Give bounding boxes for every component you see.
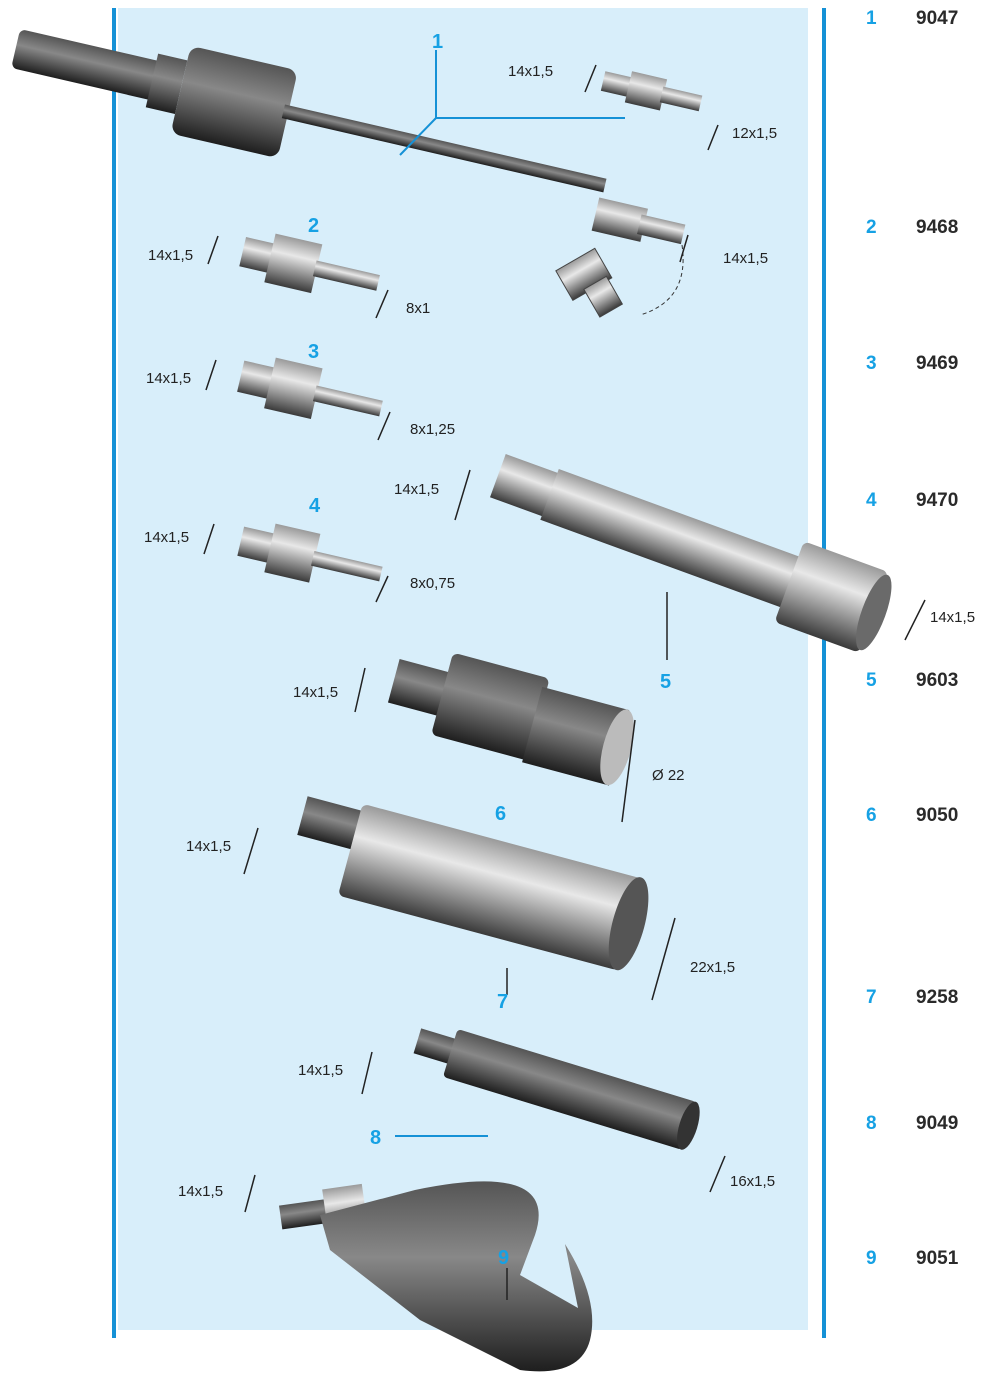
extension-8 (413, 1028, 700, 1150)
slide-hammer-1 (12, 30, 719, 318)
part-index: 7 (866, 987, 877, 1008)
part-row-9: 9 9051 (860, 1248, 983, 1272)
part-index: 1 (866, 8, 877, 29)
part-number-list: 1 9047 2 9468 3 9469 4 9470 5 9603 6 9050 7 925… (860, 0, 983, 1382)
callout-6: 6 (495, 803, 506, 825)
dim-label: 14x1,5 (178, 1183, 223, 1200)
part-row-1: 1 9047 (860, 8, 983, 32)
dim-label: 16x1,5 (730, 1173, 775, 1190)
part-row-8: 8 9049 (860, 1113, 983, 1137)
dim-label: 22x1,5 (690, 959, 735, 976)
dim-label: 14x1,5 (930, 609, 975, 626)
callout-3: 3 (308, 341, 319, 363)
part-row-3: 3 9469 (860, 353, 983, 377)
part-index: 2 (866, 217, 877, 238)
callout-9: 9 (498, 1247, 509, 1269)
part-row-6: 6 9050 (860, 805, 983, 829)
dim-label: 8x1,25 (410, 421, 455, 438)
part-row-7: 7 9258 (860, 987, 983, 1011)
callout-1: 1 (432, 31, 443, 53)
part-index: 5 (866, 670, 877, 691)
dim-label: 14x1,5 (394, 481, 439, 498)
adapter-2 (239, 233, 380, 294)
sleeve-7 (297, 796, 649, 971)
left-border-line (112, 8, 116, 1338)
part-code: 9050 (916, 805, 959, 826)
dim-label: 14x1,5 (186, 838, 231, 855)
dim-label: 8x0,75 (410, 575, 455, 592)
callout-8: 8 (370, 1127, 381, 1149)
part-row-5: 5 9603 (860, 670, 983, 694)
part-index: 6 (866, 805, 877, 826)
part-code: 9258 (916, 987, 959, 1008)
right-border-line (822, 8, 826, 1338)
adapter-6 (387, 653, 635, 786)
part-index: 8 (866, 1113, 877, 1134)
part-code: 9603 (916, 670, 959, 691)
adapter-3 (237, 357, 383, 420)
dim-label: 14x1,5 (293, 684, 338, 701)
part-index: 9 (866, 1248, 877, 1269)
dim-label: 14x1,5 (144, 529, 189, 546)
part-code: 9047 (916, 8, 959, 29)
part-code: 9469 (916, 353, 959, 374)
callout-4: 4 (309, 495, 321, 517)
dim-label: 14x1,5 (298, 1062, 343, 1079)
hook-9 (278, 1181, 593, 1372)
callout-5: 5 (660, 671, 671, 693)
dim-label: 14x1,5 (508, 63, 553, 80)
part-index: 3 (866, 353, 877, 374)
part-row-2: 2 9468 (860, 217, 983, 241)
dim-label: 14x1,5 (146, 370, 191, 387)
dim-label: Ø 22 (652, 767, 685, 784)
part-code: 9468 (916, 217, 959, 238)
part-code: 9470 (916, 490, 959, 511)
dim-label: 14x1,5 (723, 250, 768, 267)
adapter-4 (237, 523, 383, 583)
callout-7: 7 (497, 991, 508, 1013)
callout-2: 2 (308, 215, 319, 237)
dim-label: 8x1 (406, 300, 430, 317)
part-code: 9051 (916, 1248, 959, 1269)
part-row-4: 4 9470 (860, 490, 983, 514)
part-code: 9049 (916, 1113, 959, 1134)
part-index: 4 (866, 490, 877, 511)
dim-label: 12x1,5 (732, 125, 777, 142)
dim-label: 14x1,5 (148, 247, 193, 264)
extension-5 (490, 454, 892, 652)
